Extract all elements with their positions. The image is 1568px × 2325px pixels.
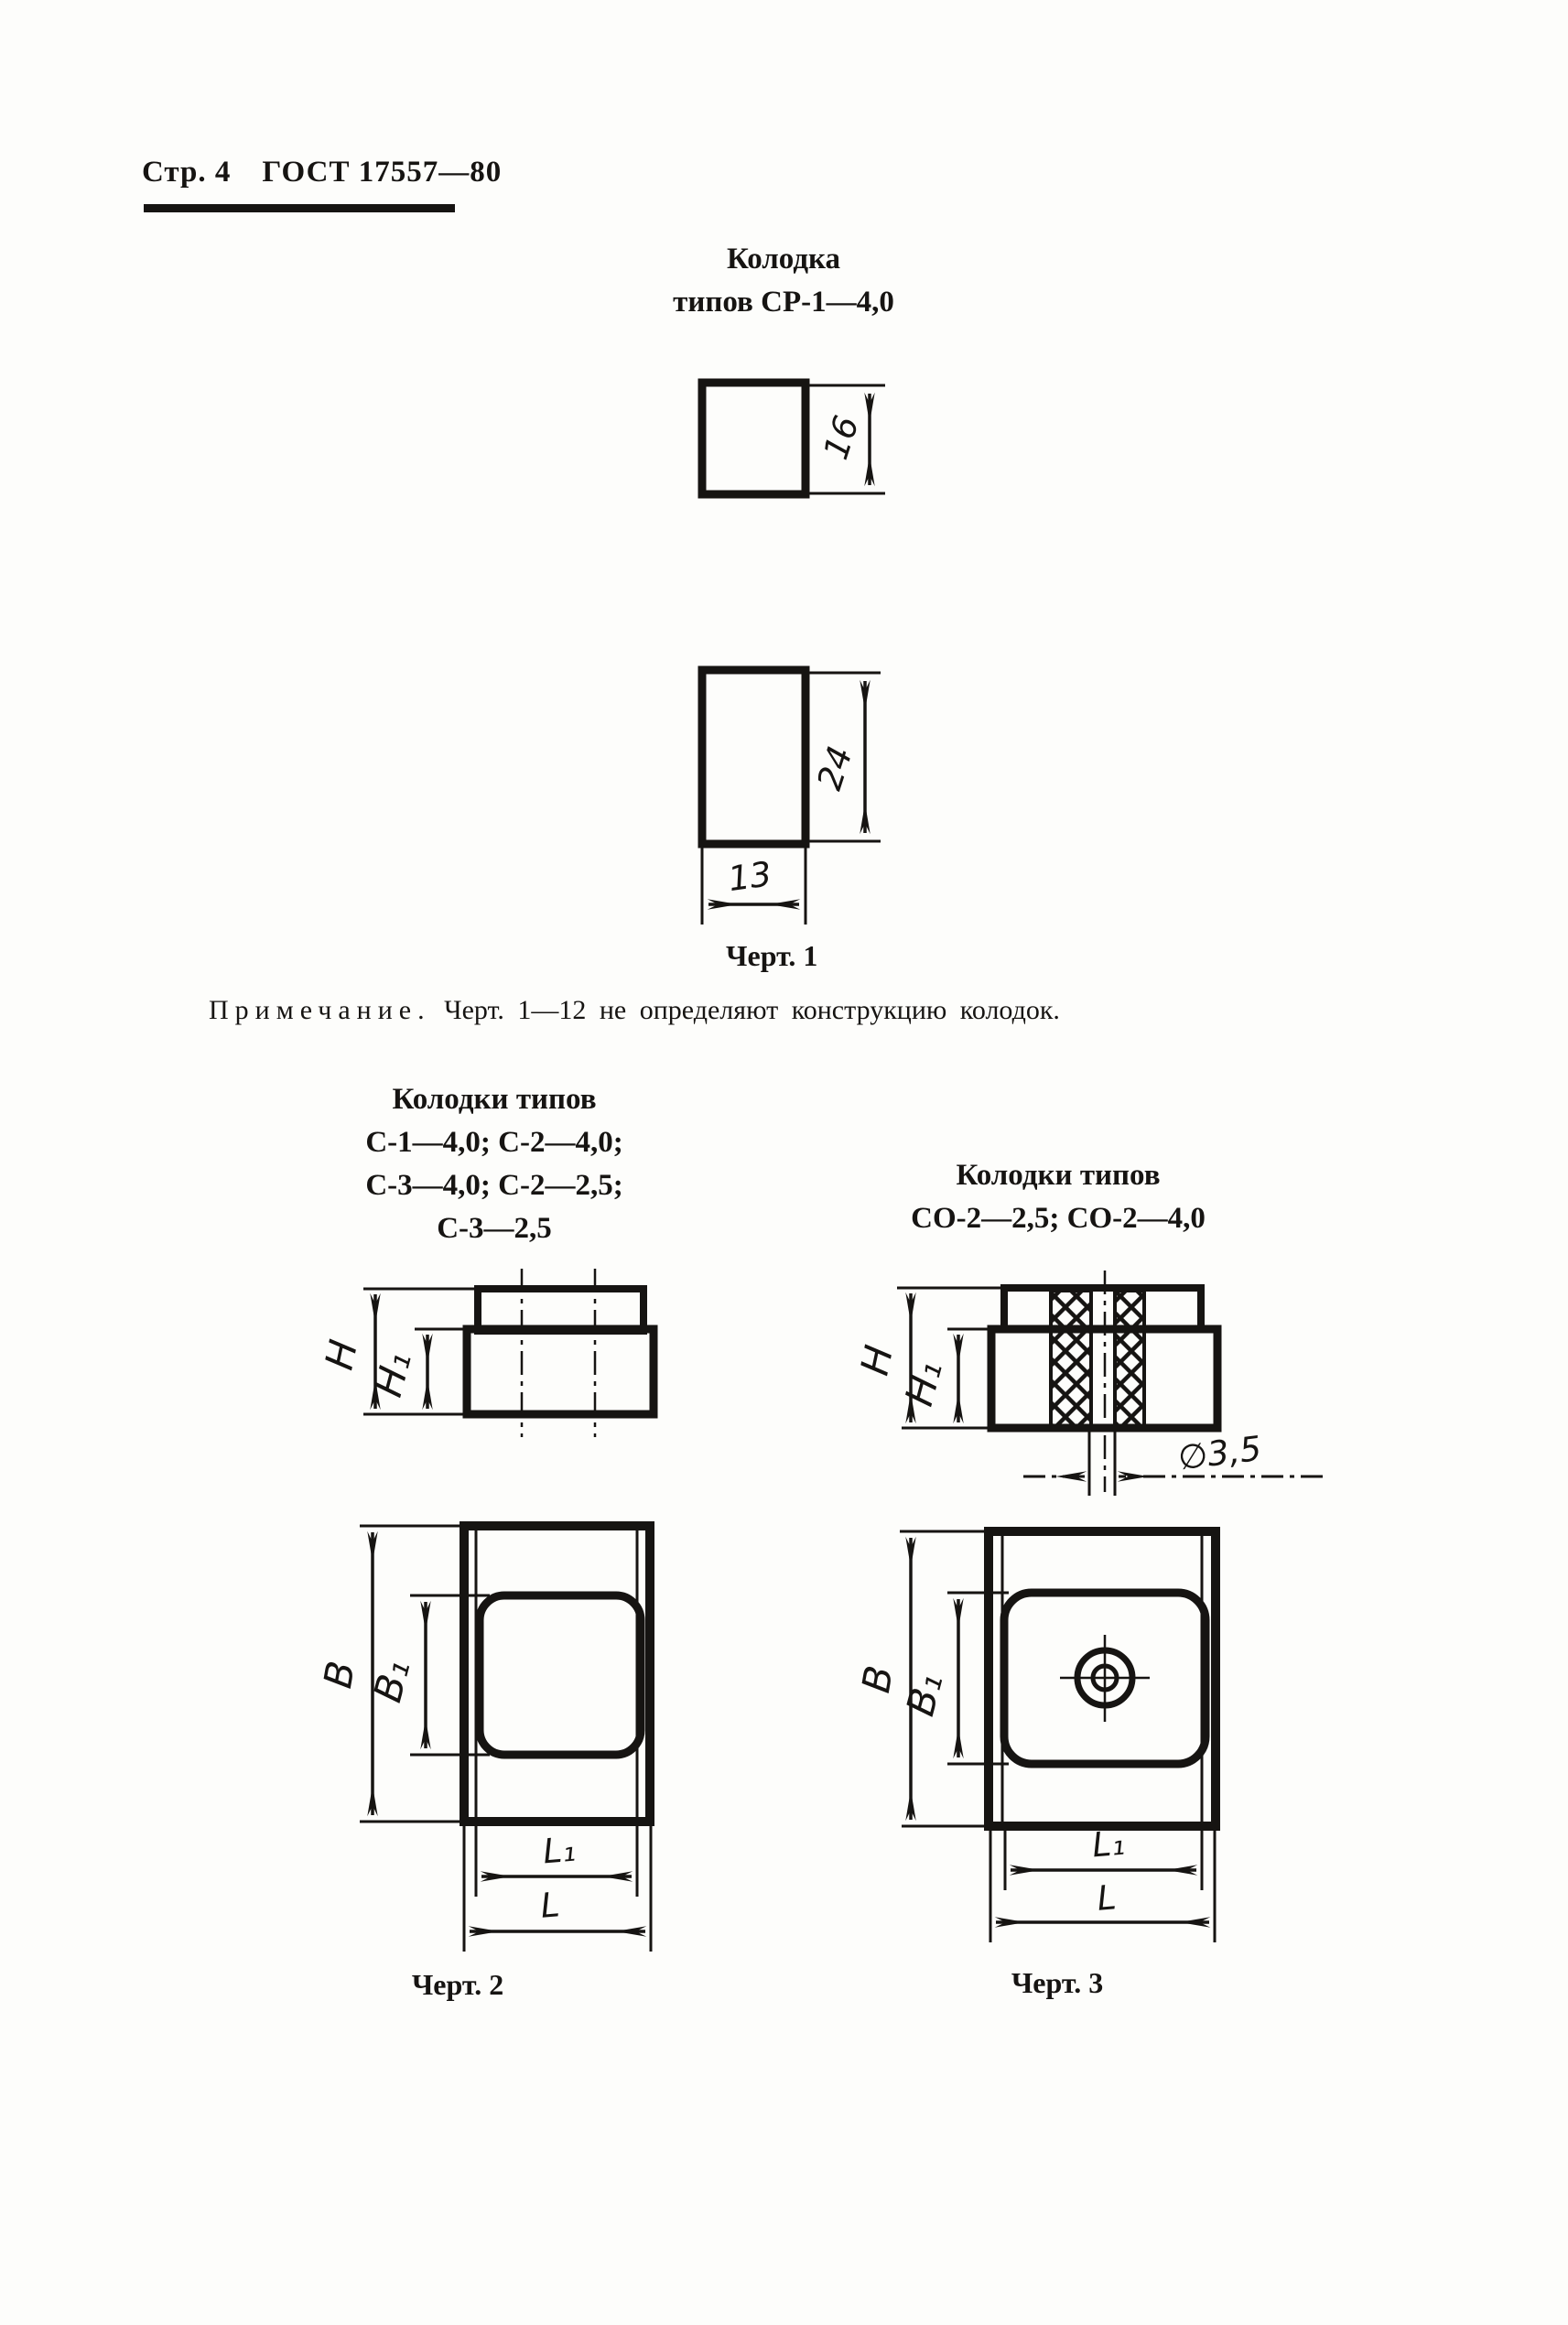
figure2-plan-outline [460, 1521, 654, 1826]
figure3-plan-outline [984, 1527, 1220, 1831]
figure2-title: Колодки типов С-1—4,0; С-2—4,0; С-3—4,0;… [311, 1078, 677, 1250]
figure1-caption: Черт. 1 [726, 939, 818, 972]
figure2-caption: Черт. 2 [411, 1968, 504, 2001]
figure2-cap-outline [474, 1285, 647, 1335]
note-line: Примечание. Черт. 1—12 не определяют кон… [209, 995, 1060, 1026]
page-header: Стр. 4 ГОСТ 17557—80 [142, 156, 502, 189]
figure1-title-line2: типов СР-1—4,0 [673, 286, 894, 319]
figure2-bottom-view [360, 1521, 654, 1952]
figure3-diameter-label: ∅3,5 [1176, 1429, 1264, 1478]
figure2-title-line3: С-3—4,0; С-2—2,5; [365, 1169, 623, 1202]
figure3-caption: Черт. 3 [1011, 1966, 1104, 1999]
figure3-dimL-label: L [1096, 1877, 1118, 1919]
figure3-dimL1-label: L₁ [1090, 1823, 1126, 1865]
figure2-cavity-outline [475, 1591, 645, 1759]
figure3-title-line1: Колодки типов [956, 1159, 1161, 1192]
figure3-dimB1-label: B₁ [897, 1669, 951, 1721]
figure1-drawing [697, 378, 885, 925]
figure3-dimH-label: H [852, 1341, 902, 1379]
figure3-hatch-left [1049, 1289, 1093, 1428]
figure1-title-line1: Колодка [726, 243, 841, 276]
figure1-square-outline [697, 378, 810, 499]
figure3-cap-outline [1000, 1284, 1205, 1333]
figure2-top-view [363, 1269, 658, 1437]
figure2-dimH1-label: H₁ [365, 1347, 420, 1401]
figure3-dimH1-label: H₁ [896, 1357, 951, 1411]
figure1-rect-outline [697, 665, 810, 849]
figure2-dimL1-label: L₁ [541, 1830, 577, 1872]
figure2-title-line4: С-3—2,5 [437, 1212, 552, 1245]
figure3-dimB-label: B [853, 1662, 902, 1696]
figure3-title-line2: СО-2—2,5; СО-2—4,0 [911, 1202, 1206, 1235]
header-underline [144, 204, 455, 212]
figure2-title-line1: Колодки типов [392, 1083, 597, 1116]
standard-number-label: ГОСТ 17557—80 [262, 156, 503, 189]
figure2-dimL-label: L [539, 1885, 561, 1926]
figure1-dim16-label: 16 [816, 411, 866, 464]
figure1-title: Колодка типов СР-1—4,0 [555, 238, 1012, 324]
page-number-label: Стр. 4 [142, 156, 232, 189]
figure2-dimB-label: B [315, 1658, 363, 1692]
figure3-top-view [897, 1271, 1323, 1496]
figure3-hatch-right [1113, 1289, 1146, 1428]
figure2-title-line2: С-1—4,0; С-2—4,0; [365, 1126, 623, 1159]
figure2-dimH-label: H [317, 1336, 366, 1373]
figure3-bottom-view [900, 1527, 1220, 1942]
figure3-cavity-outline [1000, 1588, 1210, 1768]
note-label: Примечание. [209, 995, 431, 1025]
note-text: Черт. 1—12 не определяют конструкцию кол… [444, 995, 1060, 1025]
figure3-title: Колодки типов СО-2—2,5; СО-2—4,0 [875, 1154, 1241, 1240]
figure2-body-outline [462, 1325, 658, 1419]
figure1-dim13-label: 13 [726, 854, 774, 899]
figure1-dim24-label: 24 [809, 741, 860, 795]
